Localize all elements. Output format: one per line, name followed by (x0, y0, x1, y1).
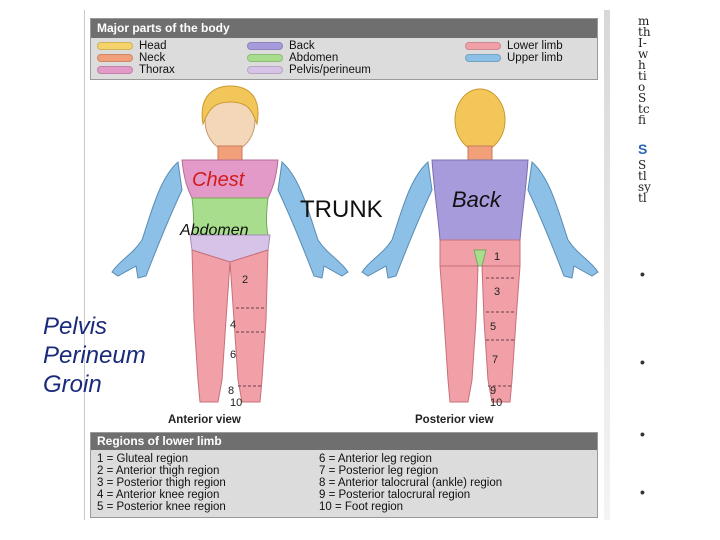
posterior-view-label: Posterior view (415, 414, 494, 426)
region-item: 5 = Posterior knee region (97, 501, 226, 513)
legend-label: Back (289, 40, 315, 52)
anterior-left-arm (277, 161, 349, 279)
bullet-icon: • (640, 484, 645, 500)
pelvis-swatch (247, 65, 283, 74)
side-text-line: S (638, 160, 647, 171)
posterior-right-leg (439, 265, 479, 403)
region-item: 2 = Anterior thigh region (97, 465, 220, 477)
region-item: 10 = Foot region (319, 501, 404, 513)
side-text-line: m (638, 16, 650, 27)
legend-label: Abdomen (289, 52, 339, 64)
groin-line: Groin (43, 371, 102, 398)
legend-label: Pelvis/perineum (289, 64, 371, 76)
bullet-icon: • (640, 266, 645, 282)
legend-item-upper-limb: Upper limb (465, 52, 563, 65)
anterior-number: 4 (230, 319, 236, 331)
legend-item-pelvis: Pelvis/perineum (247, 64, 371, 77)
side-text-line: tl (638, 171, 647, 182)
region-item: 8 = Anterior talocrural (ankle) region (319, 477, 503, 489)
posterior-region-lines (486, 277, 516, 387)
abdomen-swatch (247, 53, 283, 62)
pelvis-line: Pelvis (43, 313, 108, 340)
body-parts-legend: Major parts of the body Head Neck Thorax… (90, 18, 598, 80)
side-text-line: fi (638, 115, 647, 126)
neck-swatch (97, 53, 133, 62)
anterior-figure (111, 85, 349, 403)
posterior-right-arm (361, 161, 433, 279)
right-divider (604, 10, 610, 520)
chest-label: Chest (192, 169, 245, 191)
anterior-region-lines (236, 307, 266, 387)
pelvis-perineum-groin-label: Pelvis Perineum Groin (43, 312, 146, 399)
legend-item-abdomen: Abdomen (247, 52, 338, 65)
region-item: 7 = Posterior leg region (319, 465, 439, 477)
side-text-line: sy (638, 182, 651, 193)
bullet-icon: • (640, 426, 645, 442)
posterior-number: 1 (494, 251, 500, 263)
side-text-line: I- (638, 38, 647, 49)
anterior-number: 6 (230, 349, 236, 361)
region-item: 9 = Posterior talocrural region (319, 489, 471, 501)
legend-label: Thorax (139, 64, 175, 76)
posterior-number: 5 (490, 321, 496, 333)
posterior-number: 9 (490, 385, 496, 397)
side-text-line: th (638, 27, 651, 38)
anterior-view-label: Anterior view (168, 414, 241, 426)
legend-label: Neck (139, 52, 166, 64)
back-label: Back (452, 187, 501, 212)
lower-limb-regions-panel: Regions of lower limb 1 = Gluteal region… (90, 432, 598, 518)
regions-title: Regions of lower limb (91, 433, 597, 450)
posterior-number: 3 (494, 286, 500, 298)
side-text-line: o (638, 82, 646, 93)
legend-title: Major parts of the body (91, 19, 597, 38)
anterior-number: 8 (228, 385, 234, 397)
legend-item-lower-limb: Lower limb (465, 40, 563, 53)
legend-item-neck: Neck (97, 52, 165, 65)
anterior-right-arm (111, 161, 183, 279)
legend-label: Lower limb (507, 40, 563, 52)
region-numbers: 2 4 6 8 10 1 3 5 7 9 10 (228, 251, 502, 409)
posterior-number: 10 (490, 397, 502, 409)
region-item: 1 = Gluteal region (97, 453, 189, 465)
side-text-line: ti (638, 71, 647, 82)
perineum-line: Perineum (43, 342, 146, 369)
body-figures: 2 4 6 8 10 1 3 5 7 9 10 (111, 85, 599, 409)
posterior-number: 7 (492, 354, 498, 366)
left-divider (84, 10, 85, 520)
side-text-line: h (638, 60, 646, 71)
lower-limb-swatch (465, 41, 501, 50)
thorax-swatch (97, 65, 133, 74)
side-text-heading: S (638, 144, 648, 157)
upper-limb-swatch (465, 53, 501, 62)
region-item: 3 = Posterior thigh region (97, 477, 226, 489)
abdomen-label: Abdomen (180, 222, 249, 239)
posterior-left-leg (481, 265, 521, 403)
posterior-figure (361, 88, 599, 403)
anterior-right-leg (191, 249, 231, 403)
legend-label: Head (139, 40, 167, 52)
trunk-label: TRUNK (300, 196, 383, 223)
anterior-left-leg (229, 249, 269, 403)
region-item: 4 = Anterior knee region (97, 489, 220, 501)
legend-item-back: Back (247, 40, 315, 53)
anterior-neck (217, 145, 243, 161)
posterior-neck (467, 145, 493, 161)
legend-item-head: Head (97, 40, 167, 53)
bullet-icon: • (640, 354, 645, 370)
anterior-hair (201, 85, 259, 126)
side-text-line: tl (638, 193, 647, 204)
truncated-side-text: m th I- w h ti o S tc fi S S tl sy tl (638, 16, 718, 204)
head-swatch (97, 41, 133, 50)
legend-item-thorax: Thorax (97, 64, 175, 77)
side-text-line: w (638, 49, 649, 60)
back-swatch (247, 41, 283, 50)
posterior-head (454, 88, 506, 152)
anterior-number: 10 (230, 397, 242, 409)
legend-label: Upper limb (507, 52, 563, 64)
side-text-line: S (638, 93, 647, 104)
side-text-line: tc (638, 104, 650, 115)
region-item: 6 = Anterior leg region (319, 453, 432, 465)
anterior-number: 2 (242, 274, 248, 286)
posterior-left-arm (527, 161, 599, 279)
